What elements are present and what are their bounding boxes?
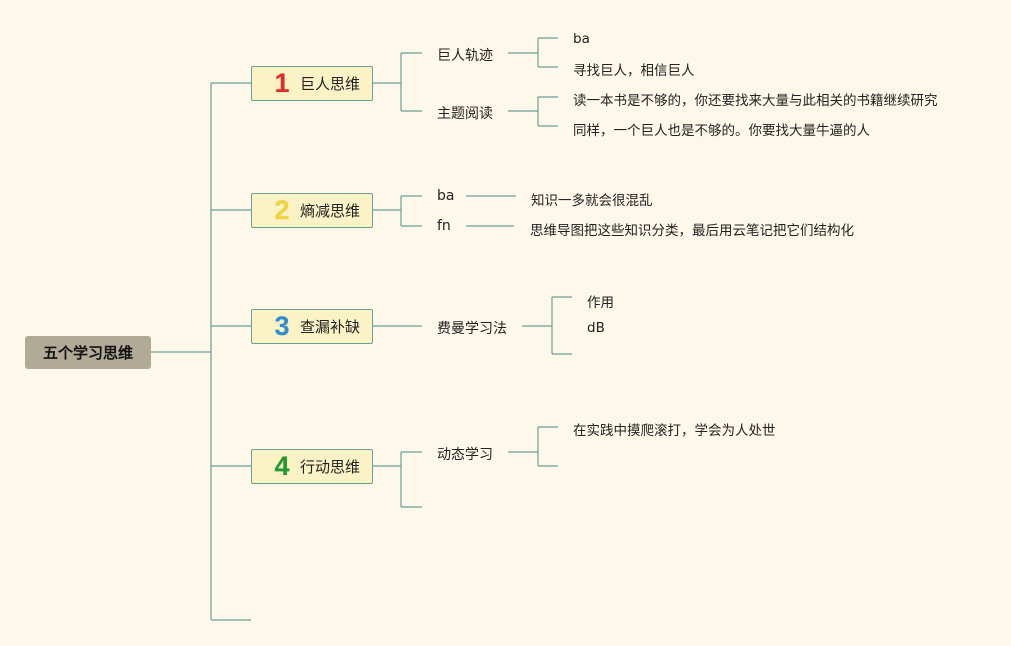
subtopic-ba[interactable]: ba (437, 188, 455, 204)
main-topic-label: 行动思维 (300, 458, 361, 476)
main-topic-4[interactable]: 4 行动思维 (251, 449, 373, 484)
subtopic-giant-track[interactable]: 巨人轨迹 (437, 48, 493, 64)
main-topic-label: 巨人思维 (300, 75, 361, 93)
leaf-topic[interactable]: 同样，一个巨人也是不够的。你要找大量牛逼的人 (573, 123, 870, 139)
leaf-topic[interactable]: dB (587, 320, 605, 336)
leaf-topic[interactable]: 作用 (587, 295, 614, 311)
leaf-topic[interactable]: ba (573, 31, 590, 47)
subtopic-fn[interactable]: fn (437, 218, 451, 234)
subtopic-feynman[interactable]: 费曼学习法 (437, 321, 507, 337)
leaf-topic[interactable]: 寻找巨人，相信巨人 (573, 63, 695, 79)
subtopic-dynamic-learning[interactable]: 动态学习 (437, 447, 493, 463)
leaf-topic[interactable]: 读一本书是不够的，你还要找来大量与此相关的书籍继续研究 (573, 93, 938, 109)
main-topic-2[interactable]: 2 熵减思维 (251, 193, 373, 228)
leaf-topic[interactable]: 知识一多就会很混乱 (531, 193, 653, 209)
leaf-topic[interactable]: 思维导图把这些知识分类，最后用云笔记把它们结构化 (530, 223, 854, 239)
main-topic-1[interactable]: 1 巨人思维 (251, 66, 373, 101)
root-topic[interactable]: 五个学习思维 (25, 336, 151, 369)
leaf-topic[interactable]: 在实践中摸爬滚打，学会为人处世 (573, 423, 776, 439)
main-topic-label: 熵减思维 (300, 202, 361, 220)
number-1-icon: 1 (274, 68, 290, 98)
number-4-icon: 4 (274, 451, 290, 481)
number-3-icon: 3 (274, 311, 290, 341)
subtopic-theme-reading[interactable]: 主题阅读 (437, 106, 493, 122)
number-2-icon: 2 (274, 195, 290, 225)
main-topic-label: 查漏补缺 (300, 318, 361, 336)
main-topic-3[interactable]: 3 查漏补缺 (251, 309, 373, 344)
